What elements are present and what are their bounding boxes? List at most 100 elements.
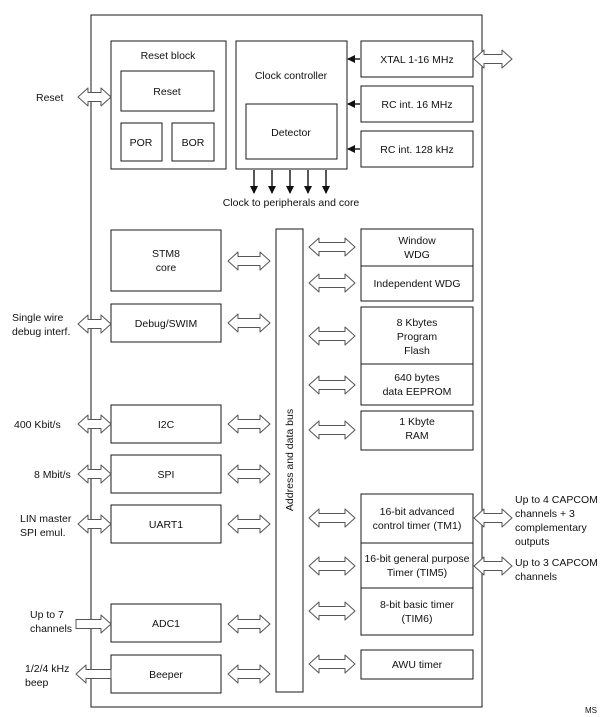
clock-controller-title: Clock controller [255, 70, 328, 82]
bus-label: Address and data bus [284, 409, 296, 511]
reset-box-label: Reset [153, 86, 181, 98]
ext-capcom4-line2: channels + 3 [515, 508, 575, 520]
tim1-io-arrow [473, 508, 513, 528]
rc128-label: RC int. 128 kHz [380, 144, 454, 156]
reset-box [120, 70, 215, 112]
tim1-line1: 16-bit advanced [380, 506, 455, 518]
spi-bus-arrow [227, 464, 271, 484]
beeper-label: Beeper [149, 669, 183, 681]
flash-line1: 8 Kbytes [397, 317, 438, 329]
ext-swim-line2: debug interf. [12, 326, 70, 338]
clock-output-arrows [250, 170, 330, 194]
footer-code: MS [585, 706, 597, 715]
ext-adc-line2: channels [30, 623, 72, 635]
eeprom-line2: data EEPROM [383, 386, 452, 398]
i2c-label: I2C [158, 419, 175, 431]
uart-bus-arrow [227, 514, 271, 534]
i2c-box [110, 404, 222, 444]
flash-line3: Flash [404, 345, 430, 357]
tim5-line2: Timer (TIM5) [387, 567, 447, 579]
detector-box [245, 103, 338, 160]
stm8-bus-arrow [227, 251, 271, 271]
bus-periph-arrow-8 [308, 601, 356, 621]
por-label: POR [130, 137, 153, 149]
uart1-box [110, 504, 222, 544]
ext-i2c-speed: 400 Kbit/s [14, 419, 61, 431]
tim6-line2: (TIM6) [402, 613, 433, 625]
tim1-line2: control timer (TM1) [373, 520, 462, 532]
xtal-box [360, 40, 474, 78]
ext-swim-line1: Single wire [12, 312, 64, 324]
xtal-io-arrow [473, 49, 513, 69]
bus-periph-arrow-3 [308, 326, 356, 346]
bus-periph-arrow-4 [308, 375, 356, 395]
swim-io-arrow [77, 314, 112, 334]
tim5-io-arrow [473, 556, 513, 576]
bor-box [171, 122, 215, 162]
ext-capcom3-line2: channels [515, 571, 557, 583]
ram-line1: 1 Kbyte [399, 416, 435, 428]
tim6-box [360, 587, 474, 636]
swim-bus-arrow [227, 313, 271, 333]
arrows-layer [75, 49, 513, 684]
tim1-box [360, 493, 474, 544]
uart1-label: UART1 [149, 519, 183, 531]
adc1-box [110, 603, 222, 643]
adc-bus-arrow [227, 614, 271, 634]
window-wdg-line1: Window [398, 235, 436, 247]
flash-line2: Program [397, 331, 438, 343]
tim5-line1: 16-bit general purpose [364, 553, 469, 565]
awu-timer-box [360, 649, 474, 680]
ext-uart-line1: LIN master [20, 513, 72, 525]
bus-periph-arrow-9 [308, 654, 356, 674]
chip-outline [90, 14, 483, 708]
uart-io-arrow [77, 514, 112, 534]
bor-label: BOR [182, 137, 205, 149]
beep-output-arrow [75, 664, 112, 684]
ext-beep-line2: beep [25, 677, 49, 689]
tim5-box [360, 542, 474, 589]
ext-capcom4-line1: Up to 4 CAPCOM [515, 494, 598, 506]
reset-io-arrow [77, 87, 112, 107]
window-wdg-line2: WDG [404, 249, 430, 261]
beeper-box [110, 654, 222, 694]
stm8-core-line1: STM8 [152, 248, 180, 260]
bus-periph-arrow-1 [308, 237, 356, 257]
adc-input-arrow [75, 614, 112, 634]
ext-beep-line1: 1/2/4 kHz [25, 663, 69, 675]
debug-swim-label: Debug/SWIM [135, 318, 197, 330]
i2c-bus-arrow [227, 414, 271, 434]
beeper-bus-arrow [227, 664, 271, 684]
por-box [120, 122, 163, 162]
rc16-box [360, 85, 474, 123]
spi-io-arrow [77, 464, 112, 484]
stm8-core-line2: core [156, 262, 177, 274]
adc1-label: ADC1 [152, 618, 180, 630]
bus-periph-arrow-7 [308, 556, 356, 576]
bus-periph-arrow-2 [308, 273, 356, 293]
independent-wdg-label: Independent WDG [374, 278, 461, 290]
eeprom-line1: 640 bytes [394, 372, 440, 384]
flash-box [360, 306, 474, 365]
ext-capcom4-line4: outputs [515, 536, 549, 548]
stm8-core-box [110, 229, 222, 292]
ext-capcom3-line1: Up to 3 CAPCOM [515, 557, 598, 569]
debug-swim-box [110, 303, 222, 343]
ram-line2: RAM [405, 430, 428, 442]
independent-wdg-box [360, 265, 474, 302]
window-wdg-box [360, 228, 474, 267]
detector-label: Detector [271, 127, 311, 139]
ext-spi-speed: 8 Mbit/s [34, 469, 71, 481]
reset-block-title: Reset block [141, 50, 197, 62]
clock-to-peripherals-label: Clock to peripherals and core [223, 197, 360, 209]
ext-capcom4-line3: complementary [515, 522, 588, 534]
bus-periph-arrow-5 [308, 420, 356, 440]
ext-uart-line2: SPI emul. [20, 527, 66, 539]
i2c-io-arrow [77, 414, 112, 434]
spi-label: SPI [158, 469, 175, 481]
awu-timer-label: AWU timer [392, 659, 443, 671]
bus-periph-arrow-6 [308, 508, 356, 528]
address-data-bus [275, 228, 304, 693]
ext-adc-line1: Up to 7 [30, 609, 64, 621]
